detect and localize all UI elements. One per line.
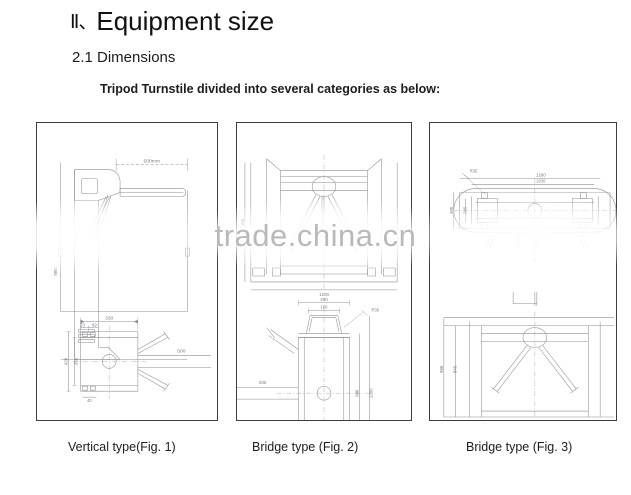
dimension-label-330: 330 (105, 316, 113, 322)
dimension-label-1200: 1200 (319, 292, 329, 297)
page-title: Ⅱ、Equipment size (70, 6, 274, 37)
intro-paragraph: Tripod Turnstile divided into several ca… (100, 82, 441, 96)
dimension-label-1200-top: 1200 (536, 173, 546, 178)
title-text: Equipment size (96, 6, 275, 36)
dimension-label-1200-plan: 1200 (368, 388, 373, 398)
dimension-label-500mm: 500mm (144, 159, 160, 165)
figure-panel-vertical-type: 500mm 980 (36, 122, 218, 421)
dimension-label-40: 40 (87, 398, 92, 403)
dimension-label-980: 980 (53, 268, 58, 276)
dimension-label-380: 380 (449, 206, 454, 214)
dimension-label-69: 69 (92, 323, 97, 328)
dimension-label-420: 420 (64, 357, 69, 365)
title-numeral: Ⅱ (70, 12, 79, 33)
dimension-label-280: 280 (320, 297, 328, 302)
dimension-label-986: 986 (240, 218, 245, 226)
figure-panel-bridge-type-3: 1200 1030 380 280 (429, 122, 617, 421)
dimension-label-350: 350 (74, 357, 79, 365)
dimension-label-500-arm: 500 (259, 380, 267, 385)
dimension-label-r35: R35 (371, 308, 379, 313)
figure-caption-2: Bridge type (Fig. 2) (252, 440, 359, 454)
figure-caption-1: Vertical type(Fig. 1) (68, 440, 176, 454)
dimension-label-986-elev: 986 (439, 365, 444, 373)
title-numeral-separator: 、 (78, 12, 97, 33)
dimension-label-840: 840 (453, 365, 458, 373)
dimension-label-986-plan: 986 (355, 389, 360, 397)
dimension-label-33: 33 (80, 323, 85, 328)
figure-caption-3: Bridge type (Fig. 3) (466, 440, 573, 454)
dimension-label-280: 280 (463, 206, 468, 214)
dimension-label-180: 180 (321, 305, 329, 310)
figure-panel-bridge-type-2: 986 1200 280 180 (236, 122, 412, 421)
vertical-type-drawing: 500mm 980 (53, 159, 212, 403)
dimension-label-1030: 1030 (536, 179, 546, 184)
dimension-label-r35-3: R35 (470, 169, 478, 174)
section-subtitle: 2.1 Dimensions (72, 49, 176, 66)
bridge-type-2-drawing: 986 1200 280 180 (237, 154, 398, 420)
dimension-label-500: 500 (177, 348, 185, 354)
bridge-type-3-drawing: 1200 1030 380 280 (439, 169, 616, 418)
